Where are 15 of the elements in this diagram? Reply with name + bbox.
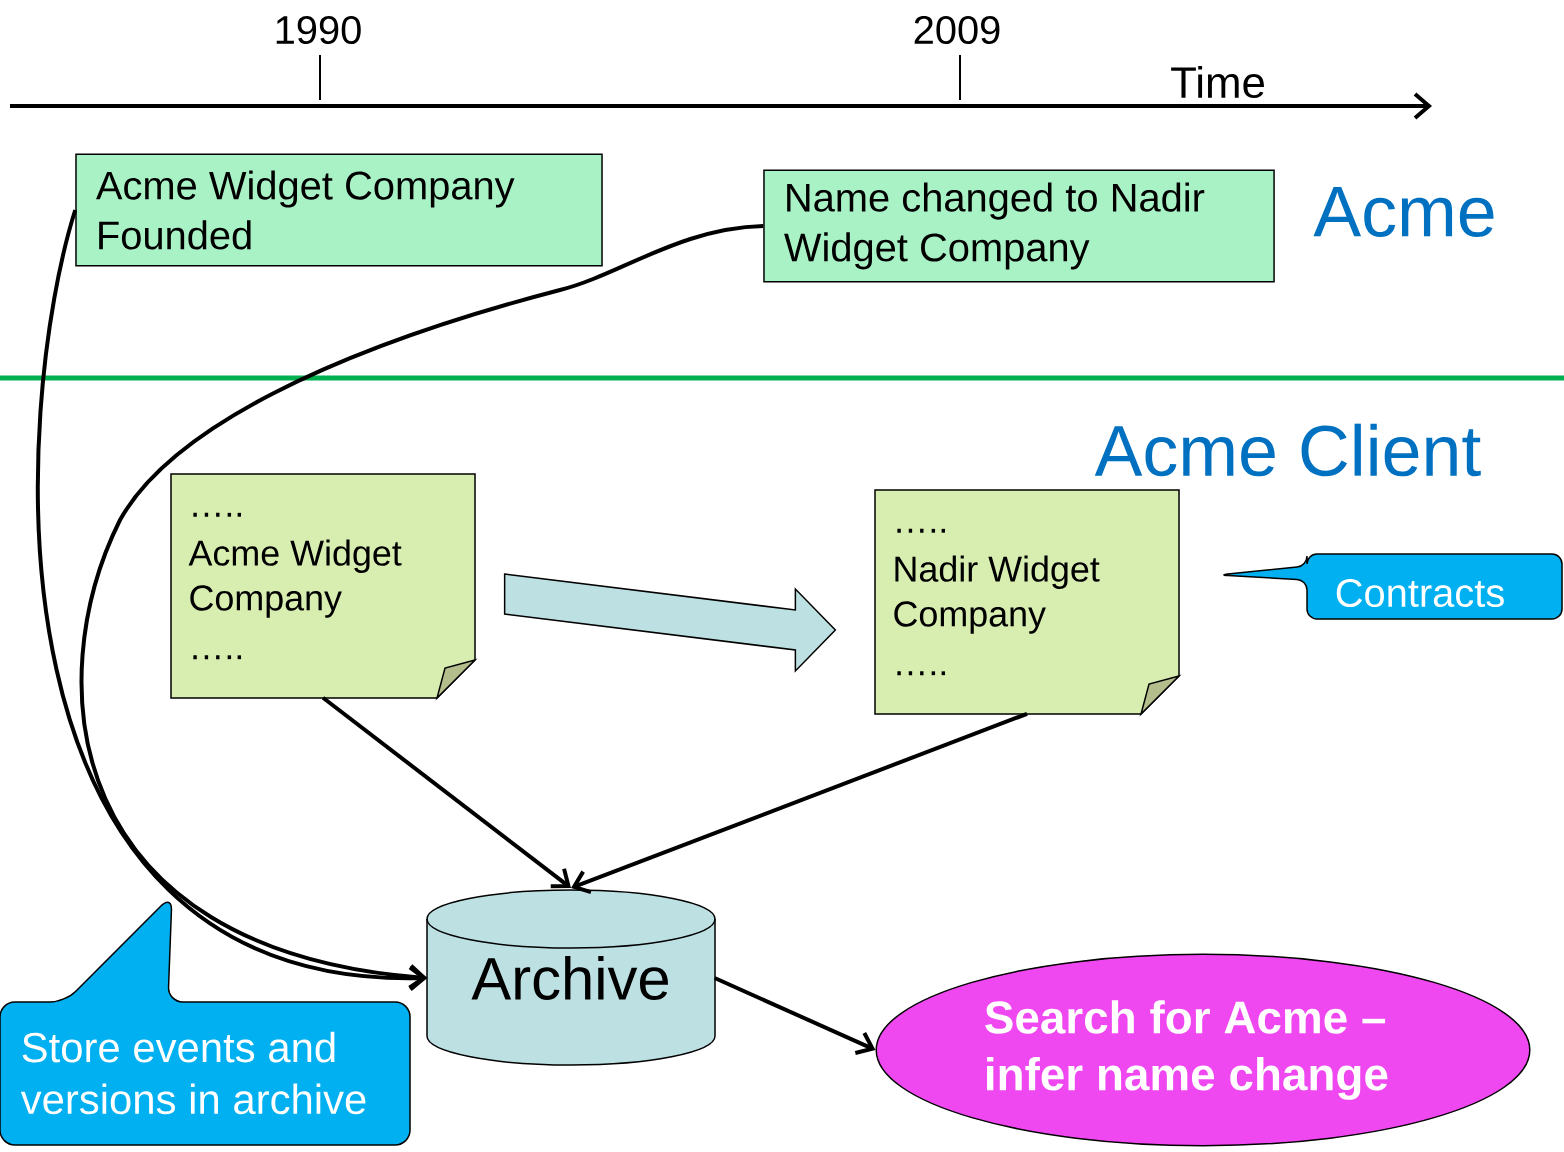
arrow: [36, 209, 428, 991]
section-title: Acme Client: [1094, 423, 1481, 477]
axis-label: Time: [1171, 65, 1264, 99]
arrow: [713, 976, 876, 1055]
event-box: Acme Widget Company Founded: [75, 153, 603, 267]
year-label: 2009: [914, 15, 1000, 45]
event-box: Name changed to Nadir Widget Company: [763, 169, 1275, 283]
arrow: [80, 224, 764, 990]
callout: Contracts: [1223, 553, 1563, 620]
arrow: [321, 696, 571, 889]
year-label: 1990: [276, 15, 361, 45]
arrow: [571, 711, 1028, 894]
archive-cylinder: Archive: [426, 889, 716, 1066]
callout: Store events and versions in archive: [0, 901, 411, 1146]
block-arrow: [503, 573, 837, 673]
